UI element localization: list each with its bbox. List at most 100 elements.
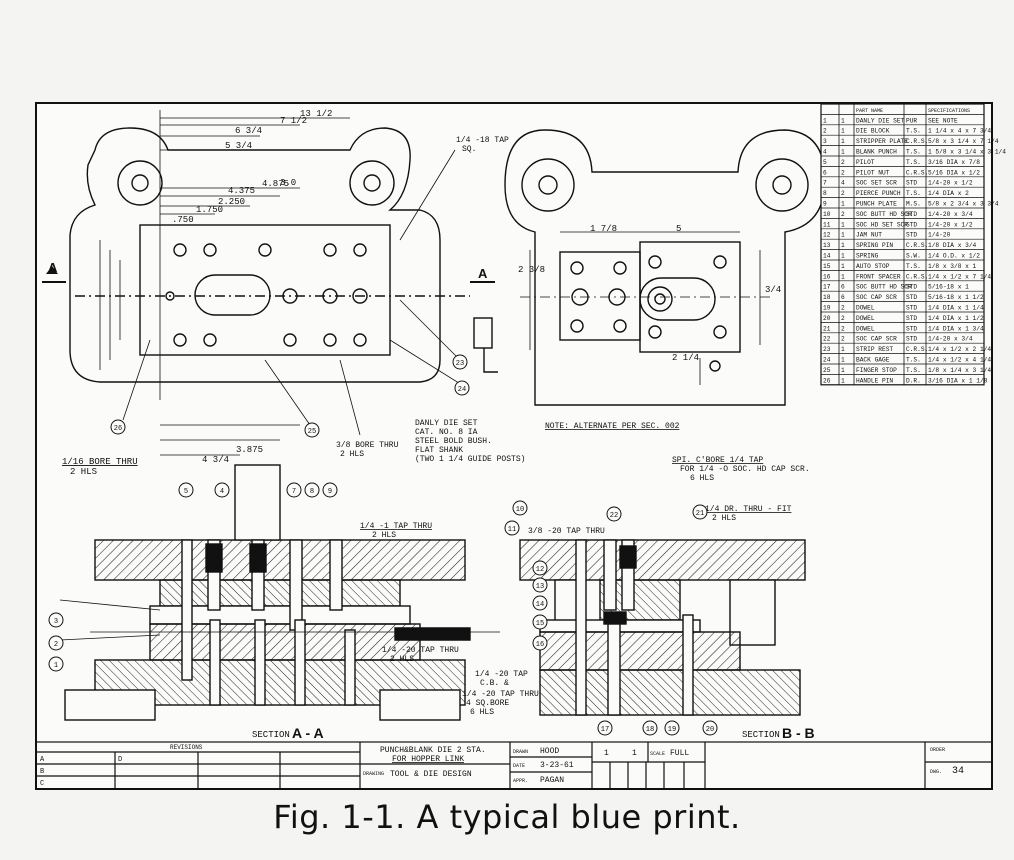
- balloon-3: [48, 612, 64, 628]
- balloon-label: 14: [536, 601, 544, 609]
- svg-text:2 HLS: 2 HLS: [340, 450, 364, 459]
- bom-cell: C.R.S.: [906, 169, 928, 176]
- bom-cell: BLANK PUNCH: [856, 149, 897, 156]
- svg-text:13 1/2: 13 1/2: [300, 109, 332, 119]
- svg-text:FOR 1/4 -O SOC. HD CAP SCR.: FOR 1/4 -O SOC. HD CAP SCR.: [680, 465, 810, 474]
- svg-text:2.250: 2.250: [218, 197, 245, 207]
- stripper-view: [504, 129, 826, 406]
- bom-cell: DOWEL: [856, 325, 875, 332]
- bom-cell: 1: [841, 357, 845, 364]
- balloon-9: [322, 482, 338, 498]
- svg-text:DRAWING: DRAWING: [363, 771, 384, 777]
- plan-dimensions: 13 1/2 7 1/2 6 3/4 5 3/4 4.875 4.375 3.0…: [172, 109, 332, 465]
- bom-cell: C.R.S.: [906, 138, 928, 145]
- balloon-label: 24: [458, 386, 466, 394]
- balloon-19: [664, 720, 680, 736]
- figure-caption: Fig. 1-1. A typical blue print.: [273, 798, 741, 836]
- svg-text:2 HLS: 2 HLS: [712, 514, 736, 523]
- svg-text:4.875: 4.875: [262, 179, 289, 189]
- svg-text:2 1/4: 2 1/4: [672, 353, 699, 363]
- svg-text:4 SQ.BORE: 4 SQ.BORE: [466, 699, 509, 708]
- bom-cell: 1/8 x 1/4 x 3 1/4: [928, 367, 991, 374]
- bom-cell: PUR: [906, 117, 917, 124]
- bom-cell: 26: [823, 377, 831, 384]
- section-b-label: SECTION B - B: [742, 725, 815, 741]
- balloon-label: 26: [114, 425, 122, 433]
- svg-text:FOR HOPPER LINK: FOR HOPPER LINK: [392, 755, 464, 764]
- bom-cell: C.R.S.: [906, 273, 928, 280]
- bom-cell: 1: [841, 242, 845, 249]
- bom-cell: HANDLE PIN: [856, 377, 893, 384]
- balloon-label: 22: [610, 512, 618, 520]
- bom-cell: C.R.S.: [906, 346, 928, 353]
- svg-text:.750: .750: [172, 215, 194, 225]
- bom-cell: 1: [841, 377, 845, 384]
- balloon-label: 13: [536, 583, 544, 591]
- svg-text:DANLY DIE SET: DANLY DIE SET: [415, 419, 478, 428]
- bom-cell: 6: [841, 284, 845, 291]
- bom-cell: 1: [841, 149, 845, 156]
- bom-cell: 2: [841, 305, 845, 312]
- svg-text:3/8 -20 TAP THRU: 3/8 -20 TAP THRU: [528, 527, 605, 536]
- svg-text:B: B: [40, 768, 44, 776]
- bom-cell: 2: [841, 325, 845, 332]
- bom-cell: 1: [841, 128, 845, 135]
- balloon-24: [454, 380, 470, 396]
- balloon-label: 11: [508, 526, 516, 534]
- bom-cell: 1/4-20: [928, 232, 951, 239]
- svg-text:2 HLS: 2 HLS: [372, 531, 396, 540]
- bom-cell: 4: [841, 180, 845, 187]
- bom-cell: 1: [841, 117, 845, 124]
- balloon-22: [606, 506, 622, 522]
- svg-text:ORDER: ORDER: [930, 747, 945, 753]
- svg-text:A: A: [478, 266, 488, 281]
- bom-cell: SOC BUTT HD SCR: [856, 211, 912, 218]
- bom-cell: STD: [906, 232, 917, 239]
- svg-text:FLAT SHANK: FLAT SHANK: [415, 446, 463, 455]
- section-b-b: [519, 539, 806, 716]
- bom-cell: 19: [823, 305, 831, 312]
- balloon-1: [48, 656, 64, 672]
- svg-text:DRAWN: DRAWN: [513, 749, 528, 755]
- svg-text:2 HLS: 2 HLS: [70, 467, 97, 477]
- bom-cell: 1/4-20 x 1/2: [928, 180, 973, 187]
- bom-cell: 5/16 DIA x 1/2: [928, 169, 980, 176]
- balloon-label: 19: [668, 726, 676, 734]
- bom-cell: 12: [823, 232, 831, 239]
- bom-cell: 1/4 x 1/2 x 4 1/4: [928, 357, 991, 364]
- bom-cell: STD: [906, 325, 917, 332]
- bom-cell: 5/16-18 x 1: [928, 284, 969, 291]
- svg-text:1/4 -20 TAP THRU: 1/4 -20 TAP THRU: [382, 646, 459, 655]
- balloon-5: [178, 482, 194, 498]
- bom-cell: 1/8 x 3/8 x 1: [928, 263, 977, 270]
- balloon-label: 3: [54, 618, 58, 626]
- title-block-text: REVISIONS A B C D PUNCH&BLANK DIE 2 STA.…: [40, 744, 964, 788]
- bom-cell: 1/4 O.D. x 1/2: [928, 253, 980, 260]
- balloon-label: 21: [696, 510, 704, 518]
- svg-text:HOOD: HOOD: [540, 747, 559, 756]
- svg-text:6 HLS: 6 HLS: [470, 708, 494, 717]
- bom-cell: 1/4-20 x 3/4: [928, 211, 973, 218]
- bom-cell: 6: [823, 169, 827, 176]
- bom-cell: 2: [823, 128, 827, 135]
- bom-cell: 1/4 DIA x 1 1/4: [928, 305, 984, 312]
- svg-text:APPR.: APPR.: [513, 778, 528, 784]
- bom-cell: 5: [823, 159, 827, 166]
- balloon-21: [692, 504, 708, 520]
- svg-text:3.875: 3.875: [236, 445, 263, 455]
- bom-cell: 24: [823, 357, 831, 364]
- svg-text:4 3/4: 4 3/4: [202, 455, 229, 465]
- svg-text:TOOL & DIE DESIGN: TOOL & DIE DESIGN: [390, 770, 472, 779]
- svg-text:FULL: FULL: [670, 749, 689, 758]
- bom-cell: 2: [841, 190, 845, 197]
- balloon-label: 15: [536, 620, 544, 628]
- bom-cell: 5/8 x 3 1/4 x 7 1/4: [928, 138, 999, 145]
- balloon-12: [532, 560, 548, 576]
- balloon-23: [452, 354, 468, 370]
- bom-cell: S.W.: [906, 253, 921, 260]
- bom-cell: 3: [823, 138, 827, 145]
- bom-cell: C.R.S.: [906, 242, 928, 249]
- bom-cell: PILOT: [856, 159, 875, 166]
- bom-cell: 22: [823, 336, 831, 343]
